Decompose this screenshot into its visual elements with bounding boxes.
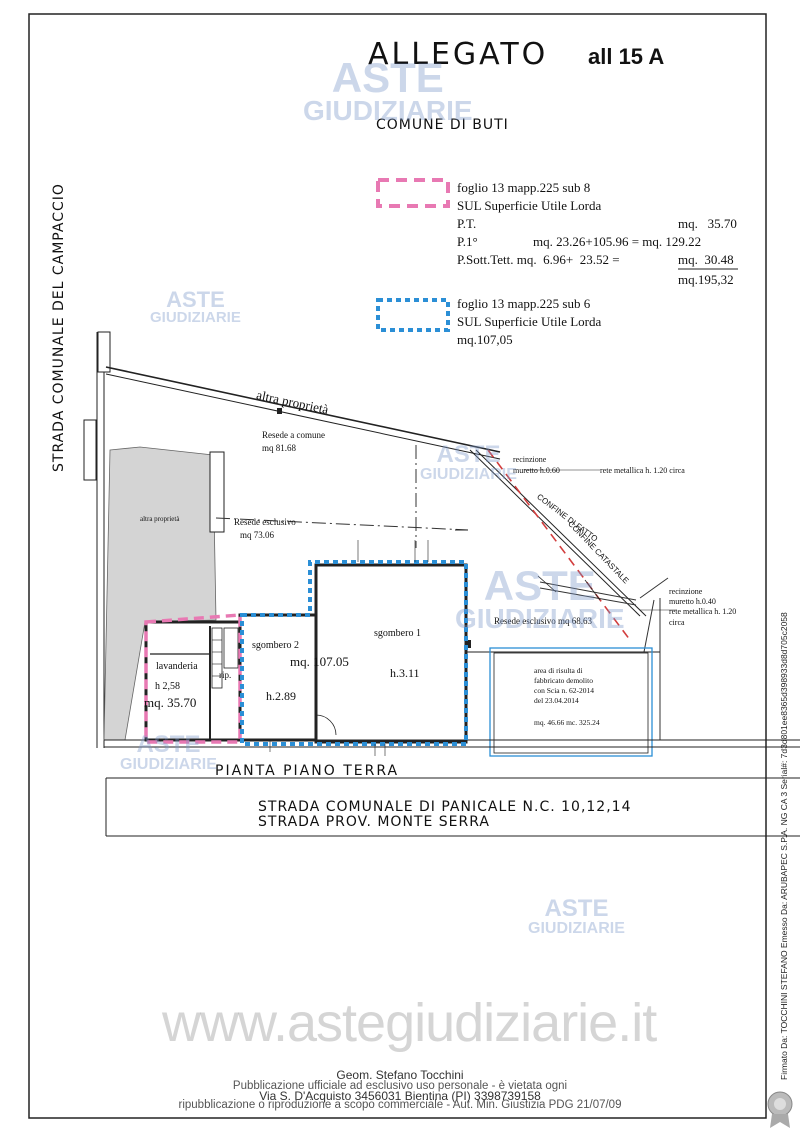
watermark-logo-3: ASTE GIUDIZIARIE bbox=[455, 562, 625, 634]
legend-sub6-line2: SUL Superficie Utile Lorda bbox=[457, 314, 602, 329]
resede-comune-label: Resede a comune bbox=[262, 430, 325, 440]
legend-swatch-sub8 bbox=[376, 178, 450, 208]
demolished-area-outline bbox=[489, 647, 653, 757]
legend-sub8-pt-value: mq. 35.70 bbox=[678, 216, 737, 231]
recinzione1-label: recinzione bbox=[513, 455, 547, 464]
street-label-2: STRADA PROV. MONTE SERRA bbox=[258, 814, 490, 830]
digital-signature: Firmato Da: TOCCHINI STEFANO Emesso Da: … bbox=[779, 612, 789, 1080]
legend-sub8-line1: foglio 13 mapp.225 sub 8 bbox=[457, 180, 591, 195]
legend-sub6-line1: foglio 13 mapp.225 sub 6 bbox=[457, 296, 591, 311]
resede-esclusivo-area: mq 73.06 bbox=[240, 530, 275, 540]
legend-swatch-sub6 bbox=[376, 298, 450, 332]
footer-notice-2: ripubblicazione o riproduzione a scopo c… bbox=[178, 1099, 622, 1111]
floor-label: PIANTA PIANO TERRA bbox=[215, 763, 400, 779]
resede-esclusivo2-label: Resede esclusivo mq 68.63 bbox=[494, 616, 592, 626]
legend-sub8-sott-value: mq. 30.48 bbox=[678, 252, 734, 267]
watermark-url: www.astegiudiziarie.it bbox=[162, 993, 657, 1053]
watermark-logo-large: ASTE GIUDIZIARIE bbox=[303, 54, 473, 126]
demolito-line3: con Scia n. 62-2014 bbox=[534, 686, 594, 695]
resede-comune-area: mq 81.68 bbox=[262, 443, 297, 453]
seal-icon bbox=[767, 1091, 793, 1128]
legend-sub8-line2: SUL Superficie Utile Lorda bbox=[457, 198, 602, 213]
sgombero1-height: h.3.11 bbox=[390, 666, 420, 680]
attachment-number: all 15 A bbox=[588, 44, 665, 69]
recinzione2-label: recinzione bbox=[669, 587, 703, 596]
watermark-logo-5: ASTE GIUDIZIARIE bbox=[528, 895, 625, 937]
sub6-outline bbox=[240, 560, 468, 746]
road-left-label: STRADA COMUNALE DEL CAMPACCIO bbox=[51, 183, 67, 472]
legend-sub8-p1-value: mq. 23.26+105.96 = mq. 129.22 bbox=[533, 234, 702, 249]
demolito-line4: del 23.04.2014 bbox=[534, 696, 579, 705]
sgombero2-area: mq. 107.05 bbox=[290, 654, 349, 669]
watermark-logo-2: ASTE GIUDIZIARIE bbox=[420, 441, 517, 483]
rete1-label: rete metallica h. 1.20 circa bbox=[600, 466, 685, 475]
demolito-line2: fabbricato demolito bbox=[534, 676, 593, 685]
sgombero1-label: sgombero 1 bbox=[374, 628, 421, 639]
sheet-frame bbox=[28, 13, 767, 1119]
circa-label: circa bbox=[669, 618, 685, 627]
lavanderia-height: h 2,58 bbox=[155, 681, 180, 692]
municipality-label: COMUNE DI BUTI bbox=[376, 117, 509, 133]
watermark-logo-1: ASTE GIUDIZIARIE bbox=[150, 287, 241, 326]
muretto2-label: muretto h.0.40 bbox=[669, 597, 716, 606]
lavanderia-area: mq. 35.70 bbox=[144, 695, 197, 710]
rip-label: rip. bbox=[219, 670, 232, 680]
lavanderia-label: lavanderia bbox=[156, 661, 198, 672]
muretto1-label: muretto h.0.60 bbox=[513, 466, 560, 475]
footer-notice-1: Pubblicazione ufficiale ad esclusivo uso… bbox=[232, 1080, 568, 1092]
page-title: ALLEGATO bbox=[368, 37, 549, 72]
sgombero2-height: h.2.89 bbox=[266, 689, 296, 703]
resede-esclusivo-label: Resede esclusivo bbox=[234, 517, 296, 527]
sgombero2-label: sgombero 2 bbox=[252, 640, 299, 651]
footer-author: Geom. Stefano Tocchini bbox=[336, 1068, 464, 1082]
legend-sub8-pt-label: P.T. bbox=[457, 216, 477, 231]
street-label-1: STRADA COMUNALE DI PANICALE N.C. 10,12,1… bbox=[258, 799, 632, 815]
altra-proprieta-left: altra proprietà bbox=[140, 515, 180, 523]
demolito-line5: mq. 46.66 mc. 325.24 bbox=[534, 718, 600, 727]
demolito-line1: area di risulta di bbox=[534, 666, 583, 675]
legend-sub6-total: mq.107,05 bbox=[457, 332, 513, 347]
watermark-logo-4: ASTE GIUDIZIARIE bbox=[120, 731, 217, 773]
legend-sub8-sott-label: P.Sott.Tett. mq. 6.96+ 23.52 = bbox=[457, 252, 620, 267]
legend-sub8-total: mq.195,32 bbox=[678, 272, 734, 287]
footer-address: Via S. D'Acquisto 3456031 Bientina (PI) … bbox=[259, 1089, 541, 1103]
rete2-label: rete metallica h. 1.20 bbox=[669, 607, 737, 616]
legend-sub8-p1-label: P.1° bbox=[457, 234, 478, 249]
sub8-outline bbox=[144, 613, 242, 744]
